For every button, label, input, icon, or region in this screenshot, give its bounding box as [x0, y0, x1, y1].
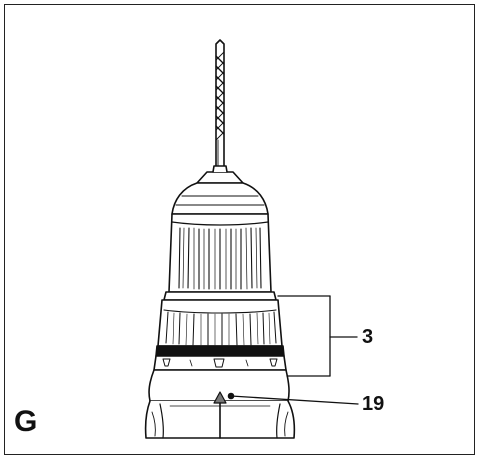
callout-19-leader [227, 392, 359, 405]
setting-mark-arrow [213, 391, 227, 439]
torque-setting-ring [153, 291, 287, 371]
drill-bit [215, 39, 225, 173]
callout-label-3: 3 [362, 326, 374, 348]
callout-label-19: 19 [362, 393, 385, 415]
callout-3-bracket [277, 295, 358, 377]
chuck-sleeve-top [171, 182, 269, 215]
chuck-nose [196, 165, 244, 184]
figure-letter: G [14, 405, 38, 438]
chuck-sleeve-ribbed [168, 213, 272, 293]
